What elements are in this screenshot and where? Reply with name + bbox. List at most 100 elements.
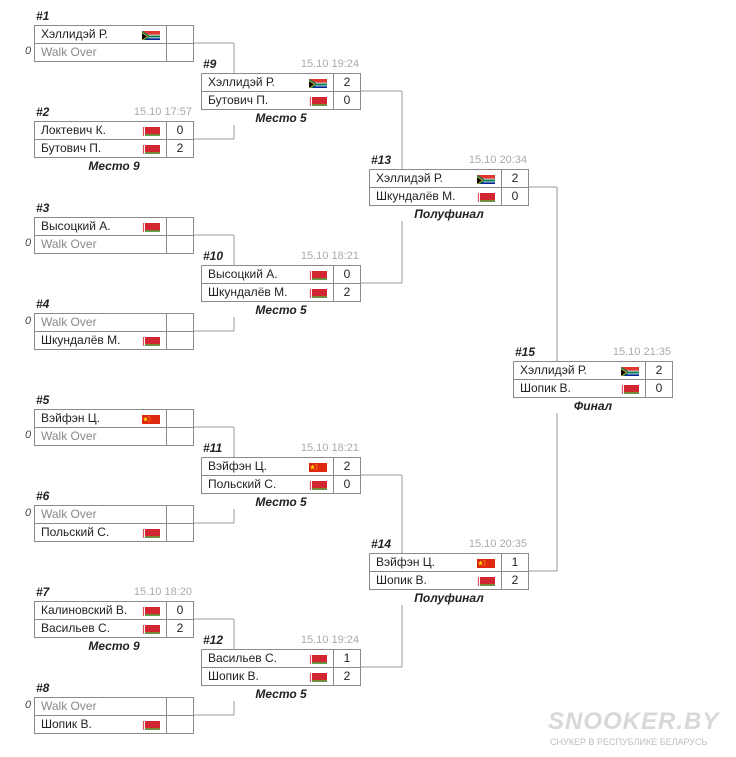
by-flag-icon: [309, 653, 327, 664]
player-name[interactable]: Высоцкий А.: [41, 219, 111, 233]
player-name[interactable]: Польский С.: [208, 477, 277, 491]
player-row[interactable]: Бутович П.0: [201, 91, 361, 110]
player-name[interactable]: Хэллидэй Р.: [208, 75, 275, 89]
player-name[interactable]: Walk Over: [41, 237, 97, 251]
player-row[interactable]: Локтевич К.0: [34, 121, 194, 140]
player-row[interactable]: Васильев С.2: [34, 619, 194, 638]
by-flag-icon: [309, 95, 327, 106]
player-name[interactable]: Высоцкий А.: [208, 267, 278, 281]
player-name[interactable]: Хэллидэй Р.: [520, 363, 587, 377]
player-name[interactable]: Walk Over: [41, 45, 97, 59]
player-row[interactable]: Шопик В.0: [513, 379, 673, 398]
player-row[interactable]: Калиновский В.0: [34, 601, 194, 620]
player-name[interactable]: Walk Over: [41, 429, 97, 443]
player-name[interactable]: Бутович П.: [41, 141, 102, 155]
player-row[interactable]: Высоцкий А. 0: [201, 265, 361, 284]
player-score: [166, 236, 193, 253]
player-name[interactable]: Шопик В.: [208, 669, 259, 683]
player-row[interactable]: Шопик В.2: [369, 571, 529, 590]
player-name[interactable]: Шопик В.: [520, 381, 571, 395]
player-name[interactable]: Бутович П.: [208, 93, 269, 107]
player-name[interactable]: Walk Over: [41, 699, 97, 713]
player-name[interactable]: Польский С.: [41, 525, 110, 539]
cn-flag-icon: [142, 413, 160, 424]
match-number: #5: [36, 393, 50, 407]
player-row[interactable]: Шкундалёв М.2: [201, 283, 361, 302]
walkover-zero: 0: [25, 45, 32, 57]
player-name[interactable]: Walk Over: [41, 315, 97, 329]
player-row[interactable]: 0 Walk Over: [25, 235, 194, 254]
player-name[interactable]: Калиновский В.: [41, 603, 128, 617]
player-row[interactable]: Польский С.: [34, 523, 194, 542]
player-name[interactable]: Шопик В.: [41, 717, 92, 731]
player-row[interactable]: Хэллидэй Р.: [34, 25, 194, 44]
player-name[interactable]: Васильев С.: [208, 651, 278, 665]
player-row[interactable]: Хэллидэй Р. 2: [513, 361, 673, 380]
player-row[interactable]: 0 Walk Over: [25, 43, 194, 62]
player-row[interactable]: Шопик В.: [34, 715, 194, 734]
player-name[interactable]: Walk Over: [41, 507, 97, 521]
player-row[interactable]: Польский С.0: [201, 475, 361, 494]
by-flag-icon: [309, 269, 327, 280]
player-score: [166, 716, 193, 733]
player-name[interactable]: Хэллидэй Р.: [376, 171, 443, 185]
player-name[interactable]: Локтевич К.: [41, 123, 106, 137]
player-row[interactable]: Вэйфэн Ц. 2: [201, 457, 361, 476]
player-row[interactable]: Вэйфэн Ц.1: [369, 553, 529, 572]
match-round-label: Место 5: [255, 111, 307, 125]
player-score: [166, 26, 193, 43]
za-flag-icon: [621, 365, 639, 376]
match-round-label: Место 9: [88, 639, 140, 653]
match-number: #12: [203, 633, 224, 647]
player-row[interactable]: Шкундалёв М.: [34, 331, 194, 350]
player-name[interactable]: Вэйфэн Ц.: [376, 555, 435, 569]
player-score: [166, 314, 193, 331]
player-row[interactable]: 0 Walk Over: [25, 505, 194, 524]
player-name[interactable]: Хэллидэй Р.: [41, 27, 108, 41]
player-score: 2: [333, 458, 360, 475]
player-name[interactable]: Шопик В.: [376, 573, 427, 587]
player-name[interactable]: Вэйфэн Ц.: [208, 459, 267, 473]
player-row[interactable]: Хэллидэй Р.2: [369, 169, 529, 188]
player-name[interactable]: Шкундалёв М.: [208, 285, 288, 299]
player-row[interactable]: Высоцкий А.: [34, 217, 194, 236]
player-score: 0: [333, 266, 360, 283]
walkover-zero: 0: [25, 507, 32, 519]
za-flag-icon: [309, 77, 327, 88]
player-name[interactable]: Васильев С.: [41, 621, 111, 635]
walkover-zero: 0: [25, 237, 32, 249]
player-row[interactable]: Шопик В.2: [201, 667, 361, 686]
player-row[interactable]: Бутович П.2: [34, 139, 194, 158]
player-row[interactable]: Шкундалёв М.0: [369, 187, 529, 206]
player-name[interactable]: Вэйфэн Ц.: [41, 411, 100, 425]
match-time: 15.10 19:24: [300, 634, 359, 646]
player-row[interactable]: Васильев С.1: [201, 649, 361, 668]
match-number: #15: [515, 345, 536, 359]
player-name[interactable]: Шкундалёв М.: [41, 333, 121, 347]
match-time: 15.10 17:57: [133, 106, 192, 118]
player-row[interactable]: Хэллидэй Р.2: [201, 73, 361, 92]
snooker-by-logo[interactable]: SNOOKER.BY СНУКЕР В РЕСПУБЛИКЕ БЕЛАРУСЬ: [548, 708, 720, 750]
player-score: 2: [645, 362, 672, 379]
player-name[interactable]: Шкундалёв М.: [376, 189, 456, 203]
logo-title: SNOOKER.BY: [548, 708, 720, 735]
player-row[interactable]: Вэйфэн Ц.: [34, 409, 194, 428]
